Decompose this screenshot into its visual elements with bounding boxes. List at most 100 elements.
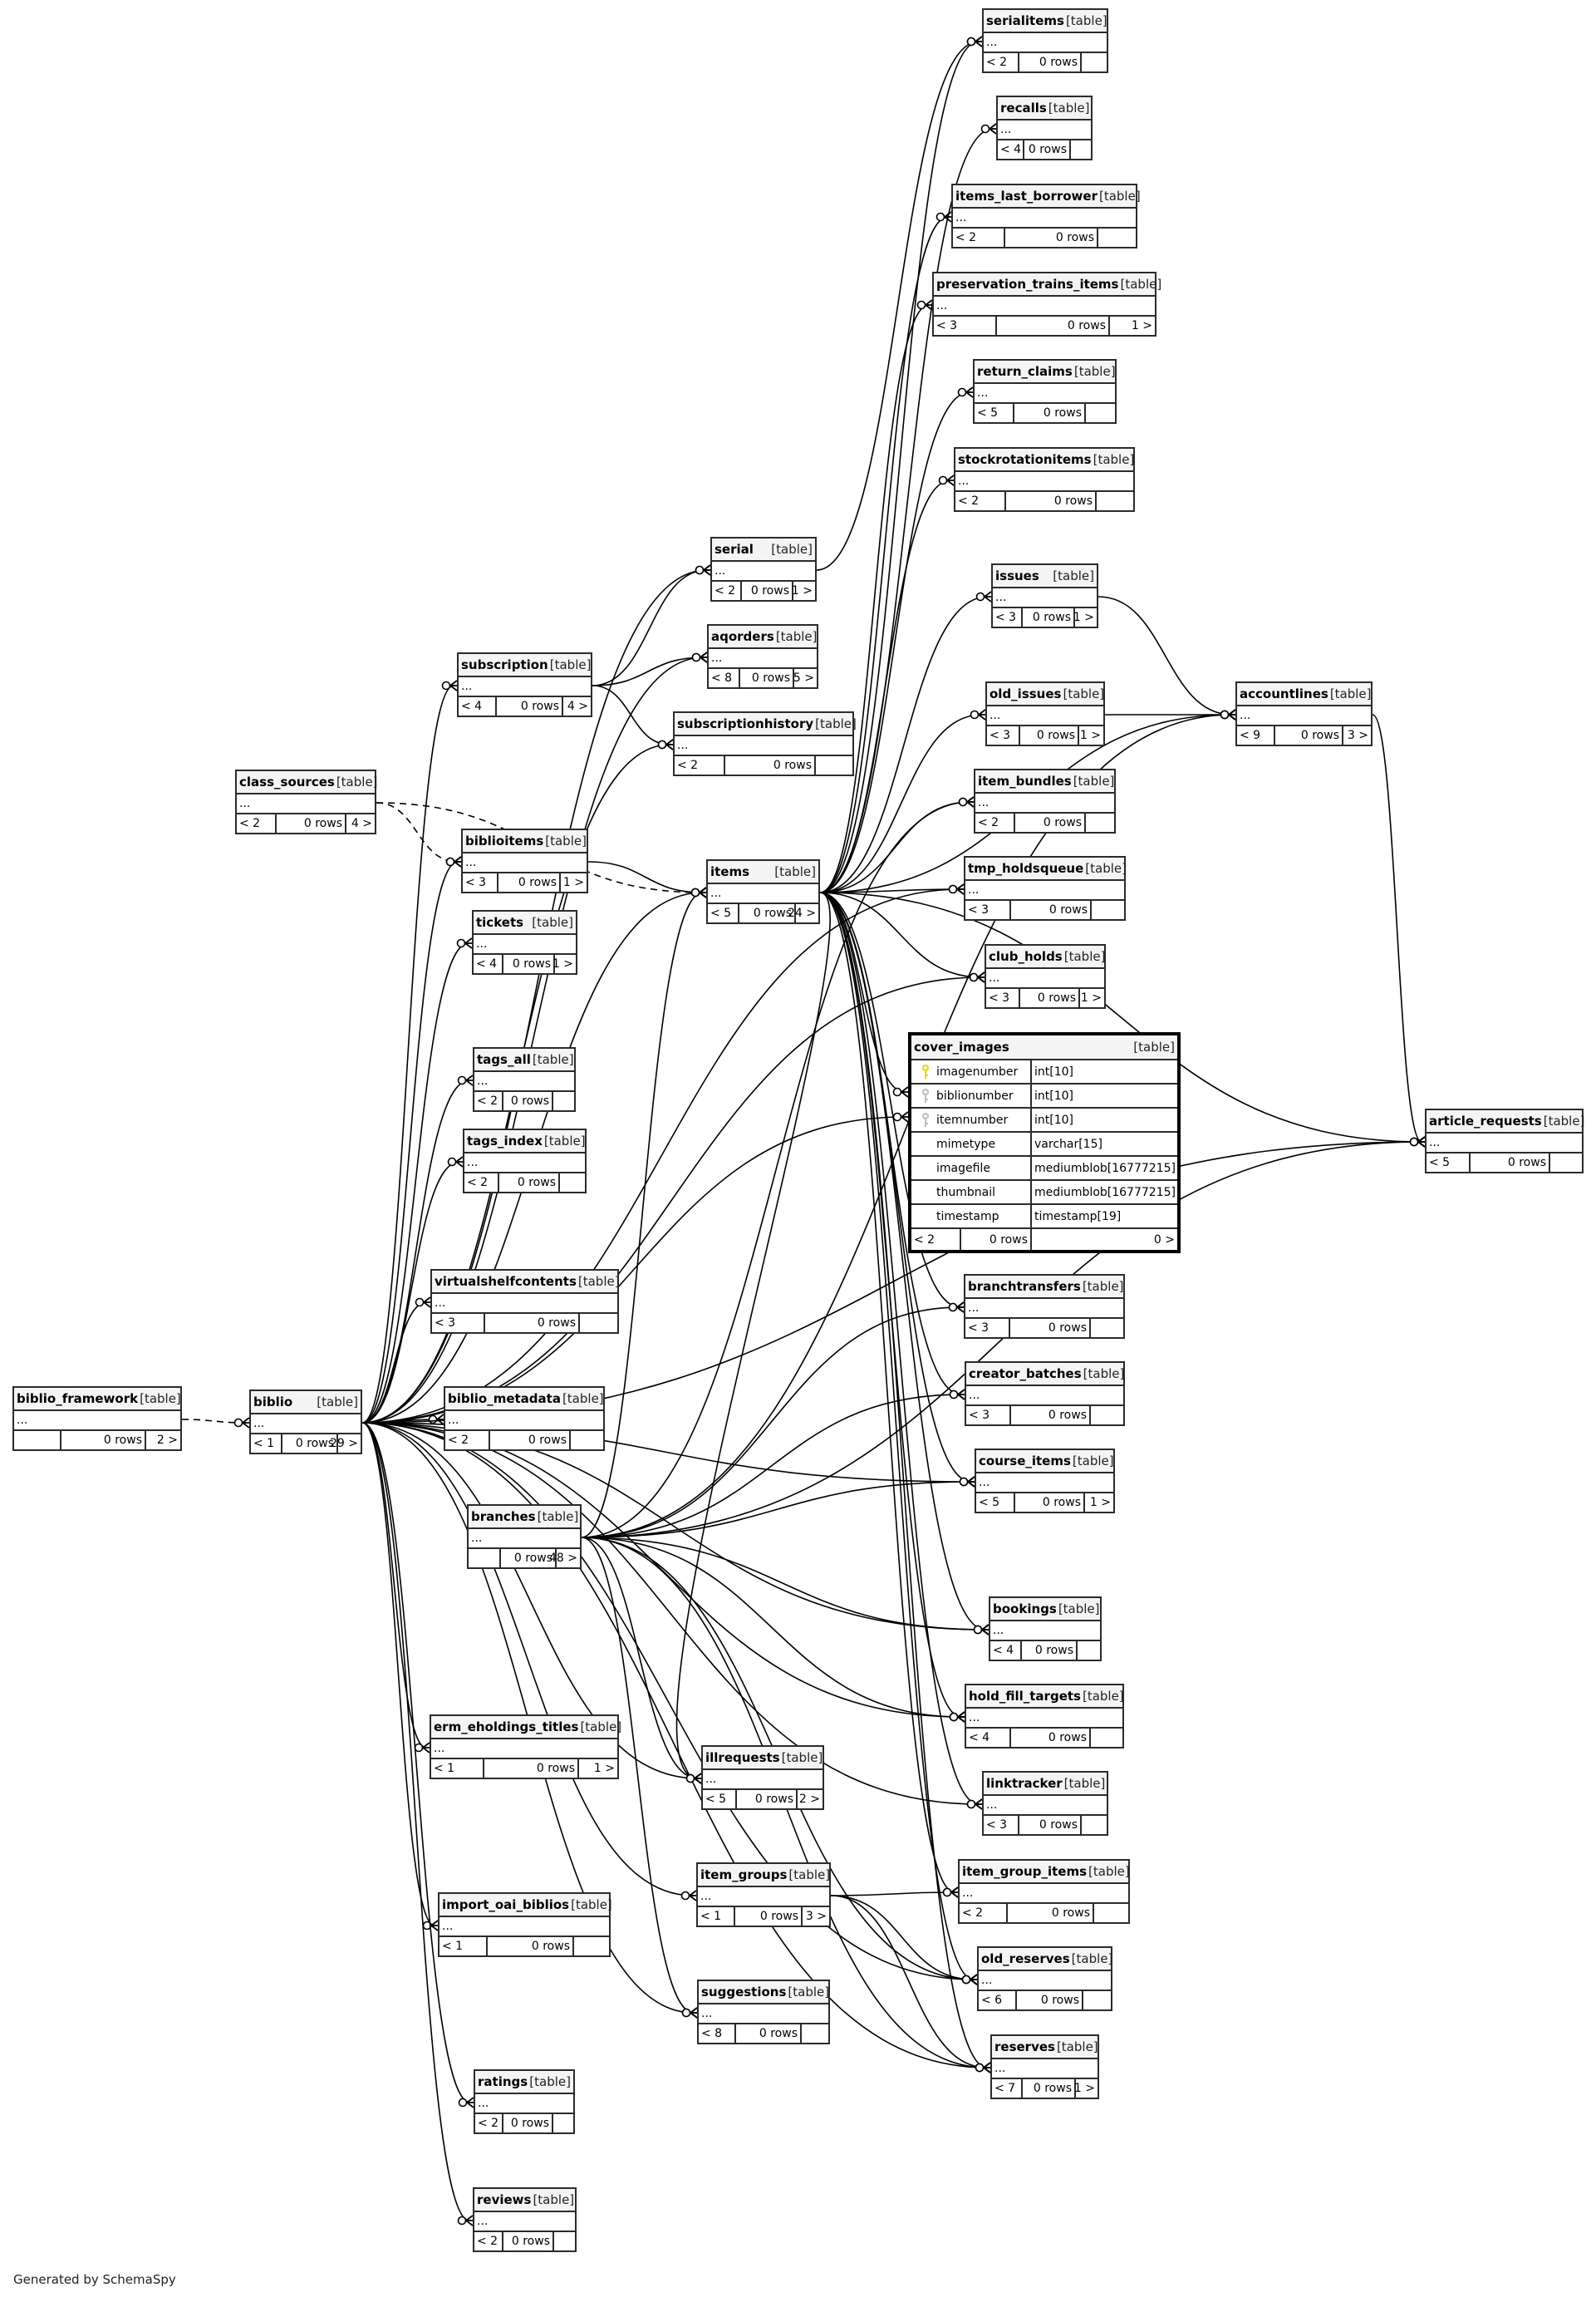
columns-collapsed[interactable]: ... <box>960 1884 1128 1904</box>
parents-count[interactable] <box>14 1431 61 1449</box>
columns-collapsed[interactable]: ... <box>975 794 1114 814</box>
table-name[interactable]: hold_fill_targets <box>969 1689 1081 1704</box>
table-name[interactable]: tags_index <box>467 1134 543 1148</box>
children-count[interactable]: 1 > <box>1073 611 1094 624</box>
columns-collapsed[interactable]: ... <box>966 1386 1123 1406</box>
parents-count[interactable]: < 3 <box>986 989 1020 1007</box>
columns-collapsed[interactable]: ... <box>237 794 375 814</box>
children-count[interactable] <box>571 1431 603 1449</box>
table-name[interactable]: accountlines <box>1240 686 1328 701</box>
children-count[interactable] <box>1071 140 1091 159</box>
column-name[interactable]: imagefile <box>936 1161 990 1175</box>
children-count[interactable]: 3 > <box>1347 729 1368 742</box>
table-name[interactable]: serial <box>715 542 754 557</box>
table-name[interactable]: branches <box>471 1509 536 1524</box>
table-name[interactable]: reviews <box>477 2192 532 2207</box>
columns-collapsed[interactable]: ... <box>976 1473 1113 1493</box>
columns-collapsed[interactable]: ... <box>445 1411 603 1431</box>
parents-count[interactable]: < 8 <box>709 669 740 687</box>
columns-collapsed[interactable]: ... <box>675 736 852 756</box>
parents-count[interactable]: < 2 <box>984 53 1019 71</box>
children-count[interactable]: 0 > <box>1153 1232 1175 1247</box>
columns-collapsed[interactable]: ... <box>984 33 1107 53</box>
table-name[interactable]: course_items <box>979 1453 1071 1468</box>
children-count[interactable] <box>560 1173 585 1192</box>
table-name[interactable]: creator_batches <box>969 1366 1082 1381</box>
columns-collapsed[interactable]: ... <box>699 2004 828 2024</box>
columns-collapsed[interactable]: ... <box>469 1529 580 1549</box>
table-name[interactable]: serialitems <box>986 13 1064 28</box>
parents-count[interactable]: < 5 <box>976 1493 1015 1512</box>
table-name[interactable]: branchtransfers <box>968 1279 1081 1294</box>
parents-count[interactable]: < 4 <box>998 140 1024 159</box>
columns-collapsed[interactable]: ... <box>474 1072 574 1092</box>
columns-collapsed[interactable]: ... <box>251 1414 361 1434</box>
parents-count[interactable]: < 9 <box>1237 726 1275 745</box>
parents-count[interactable]: < 2 <box>955 492 1006 510</box>
children-count[interactable]: 1 > <box>562 876 584 889</box>
table-name[interactable]: erm_eholdings_titles <box>434 1719 579 1734</box>
parents-count[interactable]: < 2 <box>953 229 1005 247</box>
table-name[interactable]: tickets <box>476 915 524 930</box>
table-name[interactable]: biblioitems <box>465 834 544 848</box>
columns-collapsed[interactable]: ... <box>698 1887 829 1907</box>
parents-count[interactable]: < 3 <box>432 1314 485 1332</box>
table-name[interactable]: tags_all <box>477 1052 531 1067</box>
children-count[interactable] <box>1094 1904 1128 1922</box>
children-count[interactable]: 1 > <box>1089 1496 1111 1509</box>
columns-collapsed[interactable]: ... <box>965 1299 1123 1319</box>
columns-collapsed[interactable]: ... <box>475 2094 573 2114</box>
column-name[interactable]: itemnumber <box>936 1113 1009 1127</box>
parents-count[interactable]: < 2 <box>675 756 725 775</box>
table-name[interactable]: biblio <box>253 1394 293 1409</box>
parents-count[interactable]: < 2 <box>975 814 1015 832</box>
table-name[interactable]: return_claims <box>977 364 1073 379</box>
column-name[interactable]: biblionumber <box>936 1089 1014 1103</box>
table-name[interactable]: biblio_framework <box>17 1391 139 1406</box>
parents-count[interactable]: < 2 <box>475 2114 503 2132</box>
children-count[interactable]: 1 > <box>593 1762 615 1775</box>
columns-collapsed[interactable]: ... <box>703 1770 823 1790</box>
children-count[interactable] <box>1082 53 1107 71</box>
table-name[interactable]: biblio_metadata <box>448 1391 561 1406</box>
children-count[interactable] <box>816 756 852 775</box>
children-count[interactable]: 4 > <box>351 817 372 830</box>
table-name[interactable]: subscriptionhistory <box>677 716 814 731</box>
children-count[interactable] <box>1083 1991 1111 2009</box>
children-count[interactable] <box>1082 1816 1107 1834</box>
columns-collapsed[interactable]: ... <box>464 1153 585 1173</box>
parents-count[interactable]: < 2 <box>445 1431 490 1449</box>
columns-collapsed[interactable]: ... <box>709 649 817 669</box>
parents-count[interactable]: < 1 <box>431 1759 484 1778</box>
children-count[interactable] <box>554 2232 575 2250</box>
children-count[interactable]: 1 > <box>1079 729 1101 742</box>
parents-count[interactable]: < 3 <box>987 726 1020 745</box>
children-count[interactable]: 24 > <box>788 907 816 920</box>
children-count[interactable] <box>1086 814 1114 832</box>
columns-collapsed[interactable]: ... <box>934 297 1155 317</box>
